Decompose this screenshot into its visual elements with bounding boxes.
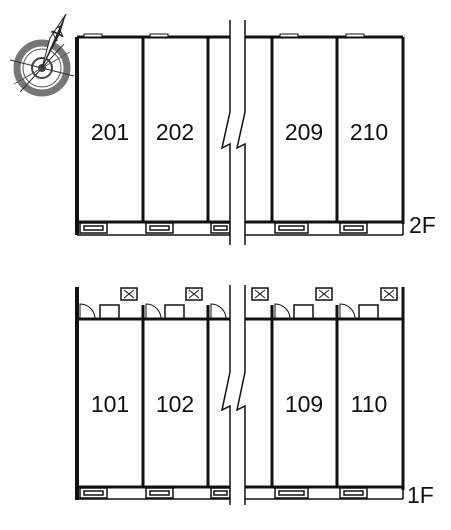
floor-label-1f: 1F (407, 482, 434, 508)
unit-label-109: 109 (285, 391, 323, 417)
unit-label-110: 110 (351, 391, 388, 417)
unit-label-201: 201 (91, 119, 129, 145)
floor-2f (75, 20, 405, 245)
floor-1f (75, 285, 405, 505)
compass-icon: N (9, 13, 75, 97)
unit-label-101: 101 (91, 391, 129, 417)
unit-label-209: 209 (285, 119, 323, 145)
unit-label-202: 202 (156, 119, 194, 145)
unit-label-102: 102 (156, 391, 194, 417)
floor-label-2f: 2F (409, 212, 436, 238)
unit-label-210: 210 (350, 119, 388, 145)
